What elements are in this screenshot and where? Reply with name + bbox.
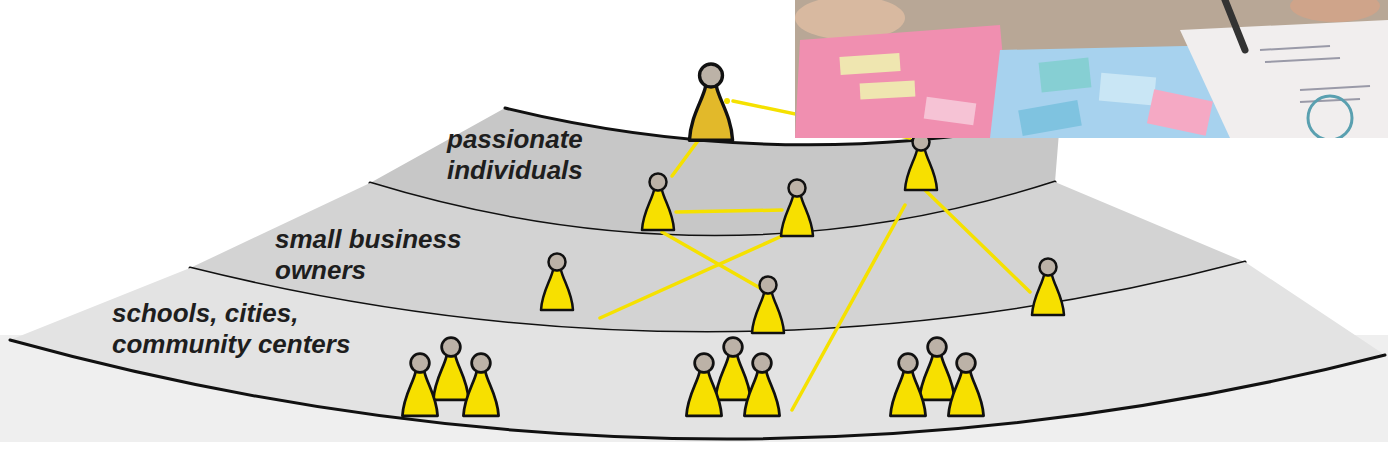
band-label: schools, cities, community centers (112, 298, 382, 360)
photo-note (1147, 89, 1213, 136)
photo-scribble-line (1300, 86, 1370, 90)
band-label-group: passionate individuals (365, 124, 1065, 186)
person-figure (715, 338, 750, 400)
band-label-group: small business owners (185, 224, 1250, 286)
photo-mark (1308, 96, 1352, 138)
person-figure (948, 354, 983, 416)
photo-note (860, 81, 916, 100)
relation-dot (724, 98, 730, 104)
relation-line (662, 232, 760, 288)
photo-scribble (1260, 46, 1370, 102)
person-figure (402, 354, 437, 416)
photo-hand (1290, 0, 1380, 22)
person-figure (433, 338, 468, 400)
person-figure (919, 338, 954, 400)
relation-line (676, 210, 782, 212)
person-figure (752, 277, 784, 334)
person-figure (781, 180, 813, 237)
person-figure (686, 354, 721, 416)
band-fill (10, 262, 1385, 439)
photo-scribble-line (1265, 58, 1340, 62)
photo-note (839, 53, 900, 75)
person-figure (463, 354, 498, 416)
photo-pen (1225, 0, 1245, 50)
leader-figure (689, 64, 732, 140)
band-label: passionate individuals (447, 124, 622, 186)
photo-note (1039, 57, 1092, 92)
photo-note (1018, 100, 1082, 136)
relation-line (925, 190, 1030, 292)
photo-sheet (795, 25, 1010, 138)
photo-note (924, 97, 977, 126)
person-figure (905, 134, 937, 191)
relation-line (600, 236, 782, 318)
workshop-photo (795, 0, 1388, 138)
photo-scribble-line (1300, 99, 1360, 102)
person-figure (642, 174, 674, 231)
photo-note (1099, 73, 1156, 106)
person-figure (541, 254, 573, 311)
band-label: small business owners (275, 224, 490, 286)
photo-paper (1180, 20, 1388, 138)
band-label-group: schools, cities, community centers (0, 298, 1388, 360)
person-figure (744, 354, 779, 416)
person-figure (890, 354, 925, 416)
person-figure (1032, 259, 1064, 316)
photo-scribble-line (1260, 46, 1330, 50)
relation-line (672, 138, 700, 176)
